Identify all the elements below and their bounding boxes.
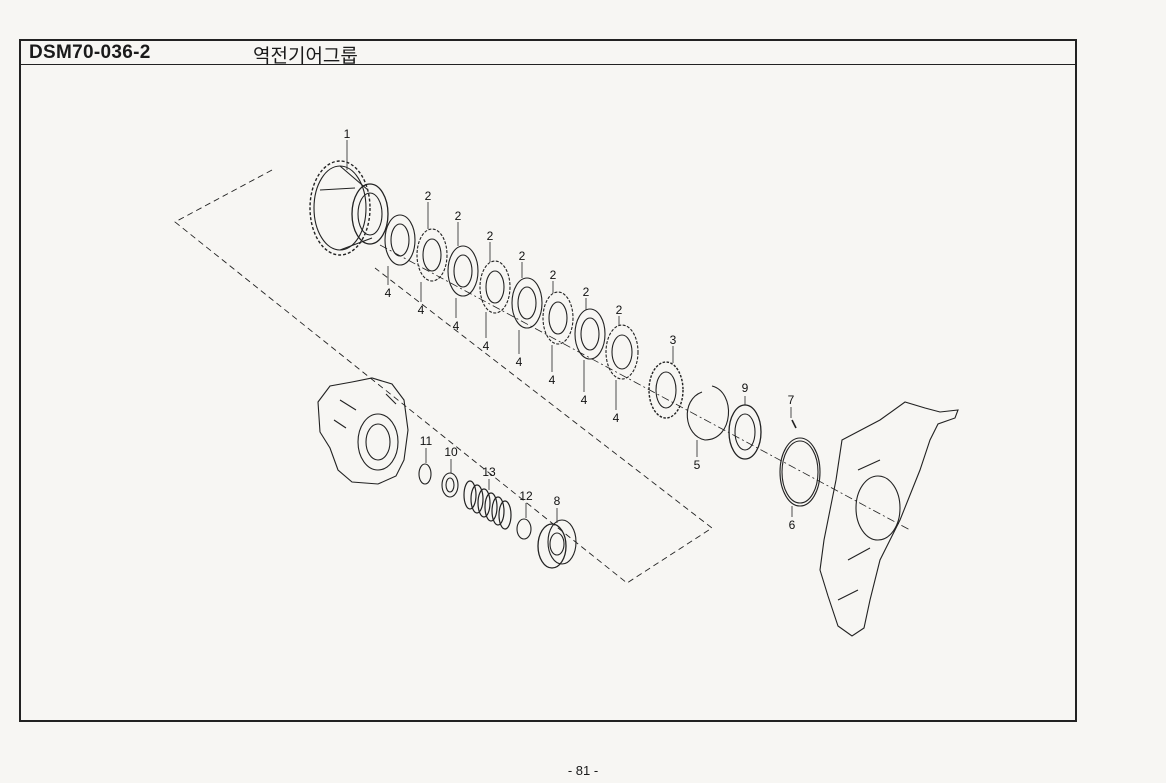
snap-ring-part — [686, 385, 730, 441]
callout-4b: 4 — [418, 303, 425, 317]
clutch-plate-stack — [384, 214, 639, 380]
callout-2d: 2 — [519, 249, 526, 263]
callout-13: 13 — [482, 465, 496, 479]
leader-lines — [346, 140, 793, 523]
spacer-washer-part — [441, 472, 459, 498]
callout-11: 11 — [420, 434, 433, 448]
callout-4c: 4 — [453, 319, 460, 333]
diagram-frame: DSM70-036-2 역전기어그룹 — [19, 39, 1077, 722]
callout-4h: 4 — [613, 411, 620, 425]
coil-spring-part — [463, 480, 512, 530]
callout-2b: 2 — [455, 209, 462, 223]
retaining-ring-part — [418, 463, 432, 485]
callout-8: 8 — [554, 494, 561, 508]
center-axis-line — [379, 244, 911, 531]
callout-3: 3 — [670, 333, 677, 347]
header-divider — [21, 64, 1075, 65]
callout-2g: 2 — [616, 303, 623, 317]
transmission-case-part — [819, 401, 959, 637]
callout-9: 9 — [742, 381, 749, 395]
toothed-plate-part — [648, 361, 684, 419]
callout-4a: 4 — [385, 286, 392, 300]
circlip-part — [516, 518, 532, 540]
thrust-washer-part — [728, 404, 762, 460]
callout-4e: 4 — [516, 355, 523, 369]
diagram-title: 역전기어그룹 — [253, 45, 358, 67]
callout-4f: 4 — [549, 373, 556, 387]
callout-4g: 4 — [581, 393, 588, 407]
pin-part — [791, 419, 797, 429]
callout-4d: 4 — [483, 339, 490, 353]
drum-gear-part — [309, 160, 389, 256]
callout-2c: 2 — [487, 229, 494, 243]
housing-cover-part — [317, 377, 409, 485]
callout-labels: 1 2 2 2 2 2 2 2 3 4 4 4 4 4 4 4 4 5 6 7 … — [344, 127, 796, 532]
callout-6: 6 — [789, 518, 796, 532]
assembly-dashed-outline — [174, 169, 713, 584]
diagram-code: DSM70-036-2 — [29, 42, 151, 63]
callout-2a: 2 — [425, 189, 432, 203]
o-ring-part — [779, 437, 821, 507]
callout-1: 1 — [344, 127, 351, 141]
ball-bearing-part — [537, 519, 577, 569]
callout-2e: 2 — [550, 268, 557, 282]
callout-12: 12 — [519, 489, 533, 503]
callout-10: 10 — [444, 445, 458, 459]
page-number: - 81 - — [567, 763, 599, 778]
callout-2f: 2 — [583, 285, 590, 299]
callout-7: 7 — [788, 393, 795, 407]
callout-5: 5 — [694, 458, 701, 472]
